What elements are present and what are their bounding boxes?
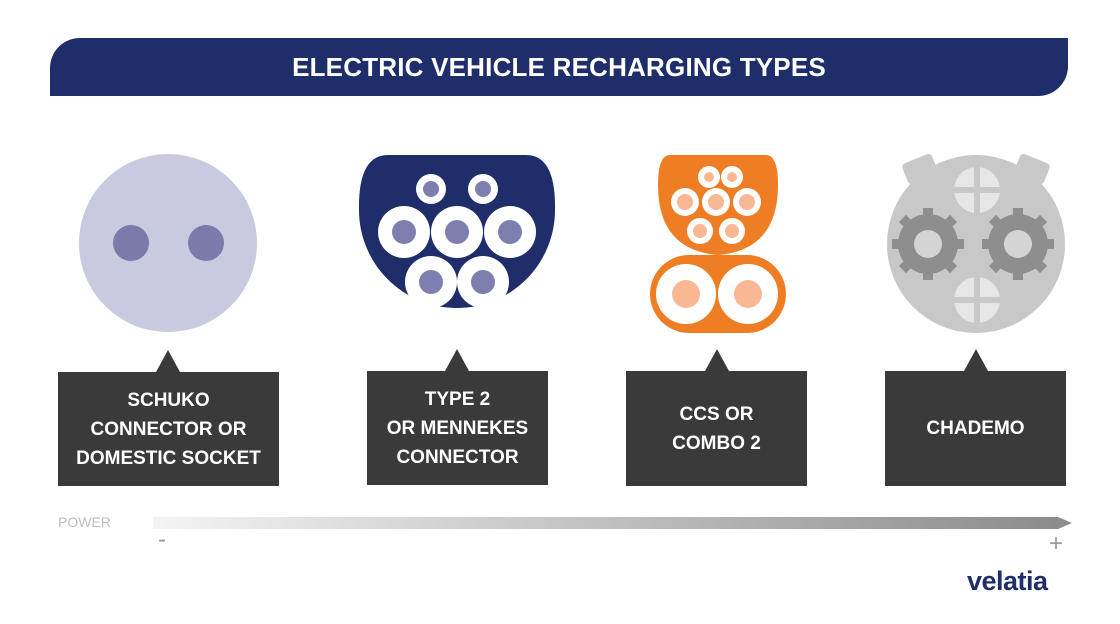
ccs-label: CCS OR COMBO 2 [626,371,807,486]
max-power-symbol: + [1049,530,1064,557]
chademo-label: CHADEMO [885,371,1066,486]
label-pointer [705,349,729,371]
type2-label: TYPE 2 OR MENNEKES CONNECTOR [367,371,548,485]
label-pointer [156,350,180,372]
chademo-icon [887,154,1065,333]
page-title: ELECTRIC VEHICLE RECHARGING TYPES [292,52,826,82]
power-arrow-icon [1058,517,1072,529]
power-label: POWER [58,514,111,530]
schuko-icon [79,154,257,332]
power-gradient-bar [153,517,1058,529]
label-pointer [964,349,988,371]
schuko-label: SCHUKO CONNECTOR OR DOMESTIC SOCKET [58,372,279,486]
ccs-label-text: CCS OR COMBO 2 [672,403,761,454]
ccs-icon [650,155,786,333]
min-power-symbol: - [158,526,166,553]
label-pointer [445,349,469,371]
title-banner: ELECTRIC VEHICLE RECHARGING TYPES [50,38,1068,96]
velatia-logo: velatia [967,566,1048,596]
schuko-label-text: SCHUKO CONNECTOR OR DOMESTIC SOCKET [76,389,261,469]
type2-label-text: TYPE 2 OR MENNEKES CONNECTOR [386,388,529,468]
chademo-label-text: CHADEMO [926,418,1025,439]
type2-icon [358,155,556,308]
